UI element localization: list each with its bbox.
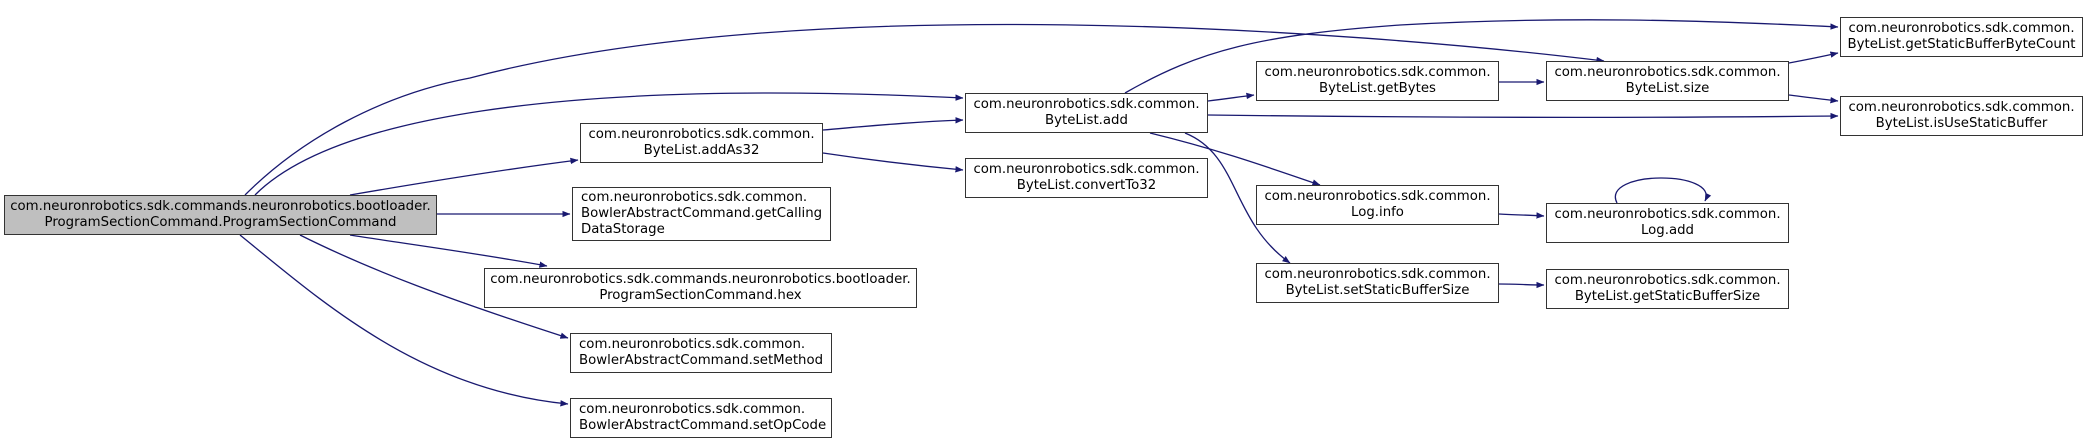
- node-label-line: com.neuronrobotics.sdk.common.: [1554, 273, 1781, 288]
- edge-logAdd-to-logAdd: [1614, 177, 1712, 204]
- node-label-line: com.neuronrobotics.sdk.common.: [1848, 100, 2075, 115]
- node-label-line: com.neuronrobotics.sdk.common.: [1264, 189, 1491, 204]
- node-label-line: BowlerAbstractCommand.setOpCode: [579, 418, 827, 433]
- node-label-line: ByteList.convertTo32: [1016, 178, 1157, 193]
- edge-root-to-setOpCode: [239, 234, 569, 407]
- edge-size-to-getStaticBufferByteCount: [1788, 51, 1839, 64]
- node-get-calling-data-storage[interactable]: com.neuronrobotics.sdk.common.BowlerAbst…: [572, 187, 831, 241]
- node-label-line: DataStorage: [581, 222, 665, 237]
- node-get-static-buffer-size[interactable]: com.neuronrobotics.sdk.common.ByteList.g…: [1546, 269, 1789, 309]
- node-label-line: com.neuronrobotics.sdk.commands.neuronro…: [10, 199, 431, 214]
- node-log-info[interactable]: com.neuronrobotics.sdk.common.Log.info: [1256, 185, 1499, 225]
- node-set-op-code[interactable]: com.neuronrobotics.sdk.common.BowlerAbst…: [570, 398, 832, 438]
- node-add[interactable]: com.neuronrobotics.sdk.common.ByteList.a…: [965, 93, 1208, 133]
- node-log-add[interactable]: com.neuronrobotics.sdk.common.Log.add: [1546, 203, 1789, 243]
- node-label-line: ByteList.getStaticBufferByteCount: [1847, 37, 2076, 52]
- node-hex[interactable]: com.neuronrobotics.sdk.commands.neuronro…: [484, 268, 917, 308]
- node-label-line: com.neuronrobotics.sdk.common.: [588, 127, 815, 142]
- node-label-line: com.neuronrobotics.sdk.common.: [1264, 65, 1491, 80]
- edge-root-to-hex: [349, 234, 548, 268]
- node-is-use-static-buffer[interactable]: com.neuronrobotics.sdk.common.ByteList.i…: [1840, 96, 2083, 136]
- edge-add-to-isUseStaticBuffer: [1207, 112, 1839, 120]
- node-label-line: com.neuronrobotics.sdk.common.: [1554, 65, 1781, 80]
- edge-root-to-setMethod: [299, 234, 569, 339]
- node-label-line: Log.info: [1351, 205, 1404, 220]
- edge-root-to-add: [254, 92, 964, 196]
- node-label-line: ByteList.addAs32: [643, 143, 760, 158]
- node-label-line: com.neuronrobotics.sdk.common.: [581, 190, 808, 205]
- node-root[interactable]: com.neuronrobotics.sdk.commands.neuronro…: [4, 195, 437, 235]
- node-convert-to32[interactable]: com.neuronrobotics.sdk.common.ByteList.c…: [965, 158, 1208, 198]
- node-label-line: com.neuronrobotics.sdk.common.: [1264, 267, 1491, 282]
- edge-add-to-getStaticBufferByteCount: [1124, 19, 1839, 94]
- node-label-line: BowlerAbstractCommand.setMethod: [579, 353, 824, 368]
- node-label-line: Log.add: [1640, 223, 1694, 238]
- node-label-line: ByteList.getBytes: [1318, 81, 1436, 96]
- edge-addAs32-to-convertTo32: [822, 152, 964, 173]
- node-add-as32[interactable]: com.neuronrobotics.sdk.common.ByteList.a…: [580, 123, 823, 163]
- edge-add-to-logInfo: [1149, 132, 1321, 186]
- node-label-line: ProgramSectionCommand.ProgramSectionComm…: [44, 215, 397, 230]
- edge-size-to-isUseStaticBuffer: [1788, 94, 1839, 104]
- node-label-line: ByteList.isUseStaticBuffer: [1875, 116, 2048, 131]
- edge-addAs32-to-add: [822, 117, 964, 131]
- edge-setStaticBufferSize-to-getStaticBufferSize: [1498, 281, 1545, 289]
- node-label-line: com.neuronrobotics.sdk.common.: [579, 337, 806, 352]
- edge-root-to-addAs32: [349, 157, 579, 196]
- node-label-line: ProgramSectionCommand.hex: [599, 288, 802, 303]
- node-label-line: ByteList.getStaticBufferSize: [1574, 289, 1761, 304]
- node-label-line: com.neuronrobotics.sdk.commands.neuronro…: [490, 272, 911, 287]
- edge-root-to-size: [244, 23, 1605, 196]
- node-label-line: ByteList.add: [1045, 113, 1128, 128]
- edge-logInfo-to-logAdd: [1498, 212, 1545, 219]
- node-set-method[interactable]: com.neuronrobotics.sdk.common.BowlerAbst…: [570, 333, 832, 373]
- node-get-static-buffer-byte-count[interactable]: com.neuronrobotics.sdk.common.ByteList.g…: [1840, 17, 2083, 57]
- node-label-line: BowlerAbstractCommand.getCalling: [581, 206, 823, 221]
- node-label-line: com.neuronrobotics.sdk.common.: [1848, 21, 2075, 36]
- edge-add-to-getBytes: [1207, 92, 1255, 102]
- node-label-line: com.neuronrobotics.sdk.common.: [973, 97, 1200, 112]
- node-get-bytes[interactable]: com.neuronrobotics.sdk.common.ByteList.g…: [1256, 61, 1499, 101]
- edge-add-to-setStaticBufferSize: [1184, 132, 1291, 264]
- node-label-line: ByteList.size: [1625, 81, 1710, 96]
- node-label-line: ByteList.setStaticBufferSize: [1285, 283, 1470, 298]
- node-label-line: com.neuronrobotics.sdk.common.: [1554, 207, 1781, 222]
- node-label-line: com.neuronrobotics.sdk.common.: [973, 162, 1200, 177]
- node-label-line: com.neuronrobotics.sdk.common.: [579, 402, 806, 417]
- node-size[interactable]: com.neuronrobotics.sdk.common.ByteList.s…: [1546, 61, 1789, 101]
- node-set-static-buffer-size[interactable]: com.neuronrobotics.sdk.common.ByteList.s…: [1256, 263, 1499, 303]
